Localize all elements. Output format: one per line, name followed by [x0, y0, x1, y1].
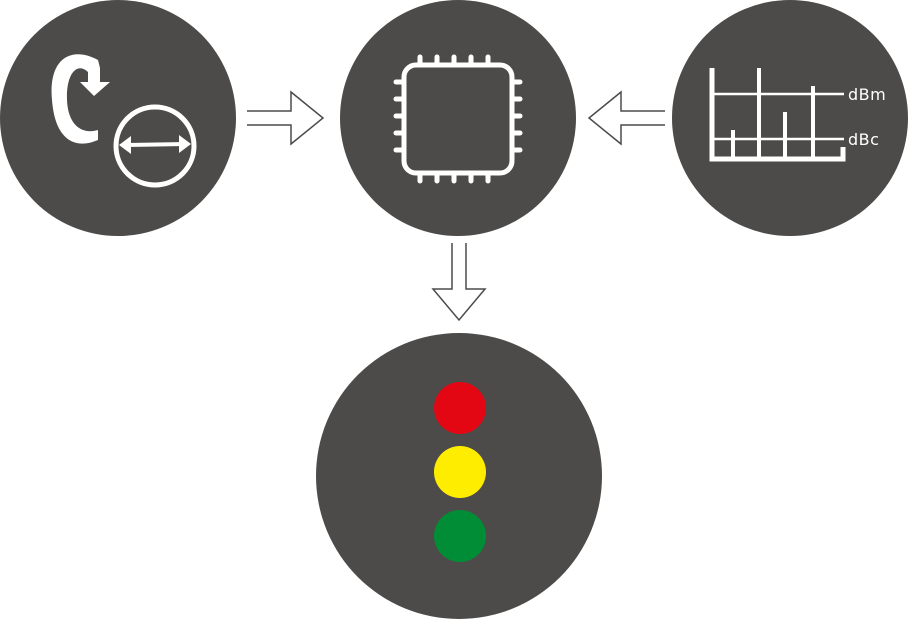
diameter-icon: [113, 104, 197, 188]
chip-node: [340, 0, 576, 236]
dbm-label: dBm: [848, 85, 886, 104]
rotation-node: [0, 0, 236, 236]
red-light-icon: [434, 382, 486, 434]
arrow-left-icon: [587, 90, 665, 146]
arrow-right-icon: [247, 90, 325, 146]
arrow-down-icon: [431, 243, 487, 322]
dbc-label: dBc: [848, 130, 879, 149]
spectrum-icon: [709, 68, 846, 162]
spectrum-node: dBm dBc: [672, 0, 908, 236]
traffic-light-node: [316, 333, 602, 619]
rotation-arrow-icon: [51, 54, 110, 144]
chip-icon: [393, 54, 523, 184]
green-light-icon: [434, 510, 486, 562]
yellow-light-icon: [434, 446, 486, 498]
